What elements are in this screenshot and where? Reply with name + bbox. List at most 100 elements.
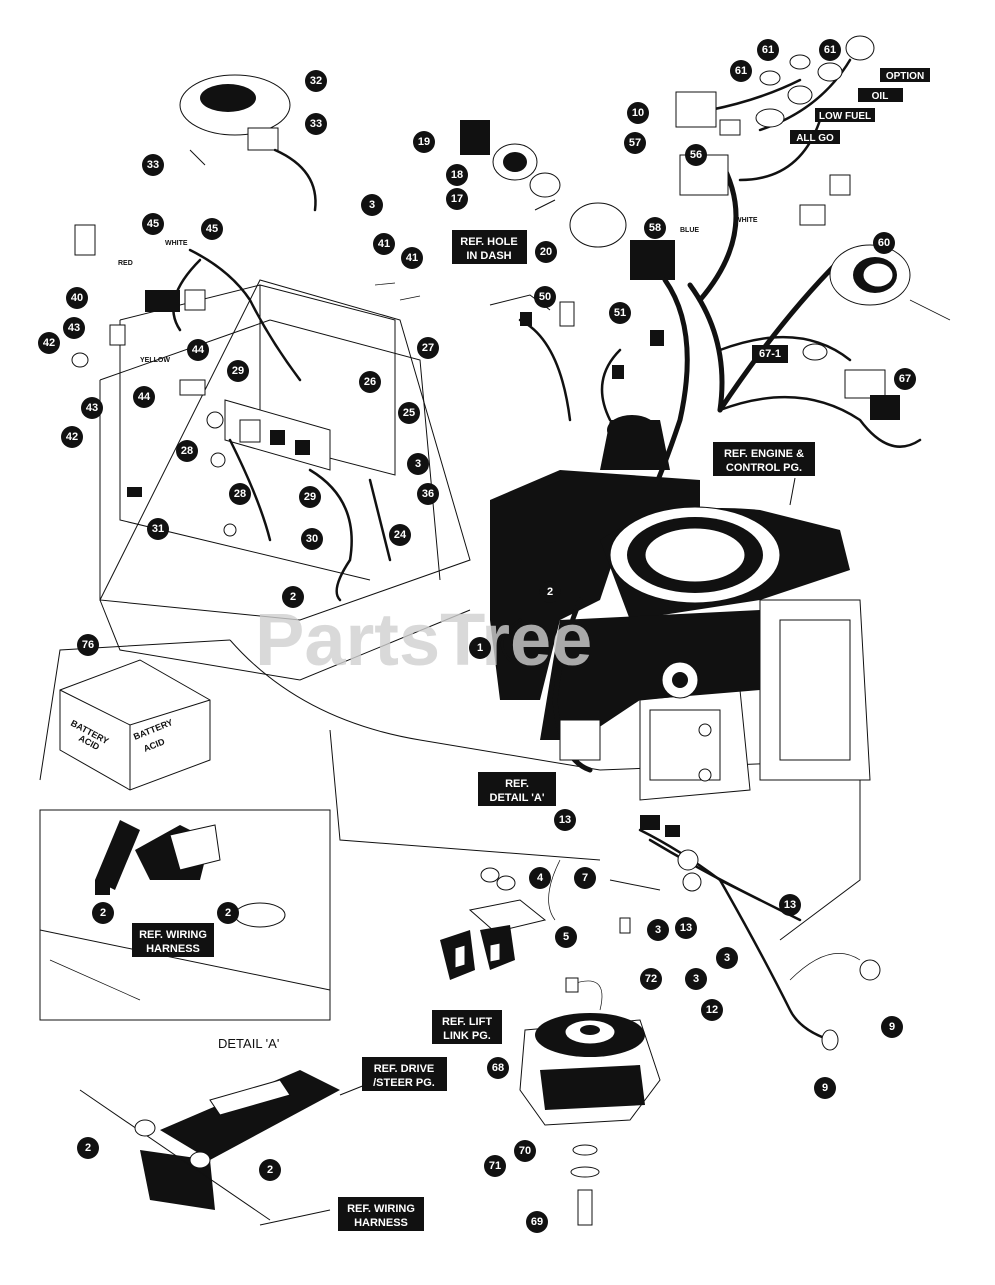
ref-oil-label: OIL xyxy=(872,91,889,102)
wire-color-labels: WHITE RED YELLOW BLUE WHITE xyxy=(118,217,758,364)
lower-harness xyxy=(609,815,881,1051)
callout-60: 60 xyxy=(873,232,895,254)
callout-70: 70 xyxy=(514,1140,536,1162)
callout-number: 13 xyxy=(680,922,692,934)
callout-58: 58 xyxy=(644,217,666,239)
callout-28b: 28 xyxy=(229,483,251,505)
callout-76: 76 xyxy=(77,634,99,656)
callout-number: 57 xyxy=(629,137,641,149)
callout-number: 42 xyxy=(66,431,78,443)
ref-detail-a-line1: REF. xyxy=(505,778,529,790)
callout-number: 33 xyxy=(310,118,322,130)
detail-caption: DETAIL 'A' xyxy=(218,1036,279,1051)
callout-number: 24 xyxy=(394,529,407,541)
ref-lift-link-line1: REF. LIFT xyxy=(442,1016,492,1028)
callout-56: 56 xyxy=(685,144,707,166)
callout-3c: 3 xyxy=(647,919,669,941)
callout-26: 26 xyxy=(359,371,381,393)
callout-number: 56 xyxy=(690,149,702,161)
callout-number: 18 xyxy=(451,169,463,181)
callout-number: 29 xyxy=(304,491,316,503)
callout-13c: 13 xyxy=(779,894,801,916)
callout-number: 61 xyxy=(824,44,836,56)
hour-meter xyxy=(829,244,951,321)
callout-number: 42 xyxy=(43,337,55,349)
wire-red-label: RED xyxy=(118,260,133,267)
callout-2a: 2 xyxy=(282,586,304,608)
callout-number: 36 xyxy=(422,488,434,500)
callout-10: 10 xyxy=(627,102,649,124)
callout-13b: 13 xyxy=(675,917,697,939)
callout-71: 71 xyxy=(484,1155,506,1177)
ref-hole-dash-line1: REF. HOLE xyxy=(460,236,517,248)
callout-number: 27 xyxy=(422,342,434,354)
callout-number: 44 xyxy=(192,344,205,356)
callout-number: 12 xyxy=(706,1004,718,1016)
callout-44b: 44 xyxy=(133,386,155,408)
ref-low-fuel-label: LOW FUEL xyxy=(819,111,871,122)
chassis-frame xyxy=(39,279,861,941)
callout-57: 57 xyxy=(624,132,646,154)
ref-all-go-label: ALL GO xyxy=(796,133,834,144)
callout-68: 68 xyxy=(487,1057,509,1079)
ref-detail-a-line2: DETAIL 'A' xyxy=(490,792,545,804)
callout-33a: 33 xyxy=(305,113,327,135)
ref-hole-dash-line2: IN DASH xyxy=(466,250,511,262)
ref-wiring-detail-line2: HARNESS xyxy=(146,943,200,955)
callout-32: 32 xyxy=(305,70,327,92)
callout-45b: 45 xyxy=(201,218,223,240)
callout-18: 18 xyxy=(446,164,468,186)
callout-24: 24 xyxy=(389,524,411,546)
callout-number: 44 xyxy=(138,391,151,403)
callout-29a: 29 xyxy=(227,360,249,382)
battery-tray xyxy=(71,224,421,602)
callout-number: 50 xyxy=(539,291,551,303)
callout-number: 9 xyxy=(822,1082,828,1094)
callout-2e: 2 xyxy=(77,1137,99,1159)
callout-number: 76 xyxy=(82,639,94,651)
ref-drive-steer-line1: REF. DRIVE xyxy=(374,1063,435,1075)
detail-a-box xyxy=(39,809,331,1021)
callout-2c: 2 xyxy=(92,902,114,924)
callout-number: 32 xyxy=(310,75,322,87)
callout-50: 50 xyxy=(534,286,556,308)
callout-number: 9 xyxy=(889,1021,895,1033)
callout-4: 4 xyxy=(529,867,551,889)
callout-number: 2 xyxy=(85,1142,91,1154)
callout-number: 29 xyxy=(232,365,244,377)
callout-number: 2 xyxy=(100,907,106,919)
callout-29b: 29 xyxy=(299,486,321,508)
callout-43b: 43 xyxy=(81,397,103,419)
ref-engine-line1: REF. ENGINE & xyxy=(724,448,804,460)
callout-9b: 9 xyxy=(814,1077,836,1099)
callout-43a: 43 xyxy=(63,317,85,339)
callout-40: 40 xyxy=(66,287,88,309)
callout-28a: 28 xyxy=(176,440,198,462)
callout-1: 1 xyxy=(469,637,491,659)
callout-number: 30 xyxy=(306,533,318,545)
callout-2f: 2 xyxy=(259,1159,281,1181)
callout-number: 61 xyxy=(735,65,747,77)
callout-17: 17 xyxy=(446,188,468,210)
wire-white-label: WHITE xyxy=(165,240,188,247)
callout-25: 25 xyxy=(398,402,420,424)
callout-number: 7 xyxy=(582,872,588,884)
wire-white-mid-label: WHITE xyxy=(735,217,758,224)
callout-number: 33 xyxy=(147,159,159,171)
ref-lift-link-line2: LINK PG. xyxy=(443,1030,491,1042)
callout-3a: 3 xyxy=(361,194,383,216)
callout-7: 7 xyxy=(574,867,596,889)
callout-number: 45 xyxy=(147,218,159,230)
light-assembly xyxy=(179,74,317,212)
callout-number: 3 xyxy=(693,973,699,985)
battery-acid-container: BATTERY ACID BATTERY ACID xyxy=(59,659,211,791)
callout-number: 61 xyxy=(762,44,774,56)
callout-2b: 2 xyxy=(539,581,561,603)
callout-33b: 33 xyxy=(142,154,164,176)
callout-number: 2 xyxy=(547,586,553,598)
callout-number: 41 xyxy=(406,252,418,264)
callout-number: 2 xyxy=(290,591,296,603)
callout-number: 31 xyxy=(152,523,164,535)
